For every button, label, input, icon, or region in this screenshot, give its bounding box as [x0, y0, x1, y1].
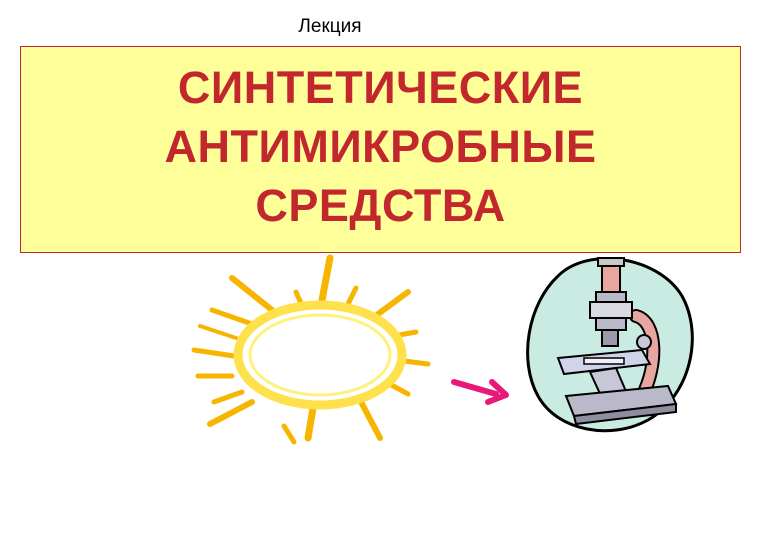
title-line-2: АНТИМИКРОБНЫЕ: [164, 121, 597, 172]
title-box: СИНТЕТИЧЕСКИЕ АНТИМИКРОБНЫЕ СРЕДСТВА: [20, 46, 741, 253]
slide-title: СИНТЕТИЧЕСКИЕ АНТИМИКРОБНЫЕ СРЕДСТВА: [165, 58, 597, 235]
title-line-3: СРЕДСТВА: [255, 180, 506, 231]
sun-icon: [191, 254, 431, 445]
microscope-icon: [526, 257, 694, 433]
title-line-1: СИНТЕТИЧЕСКИЕ: [177, 62, 584, 113]
lecture-label: Лекция: [298, 16, 362, 37]
arrow-right-icon: [451, 379, 509, 405]
